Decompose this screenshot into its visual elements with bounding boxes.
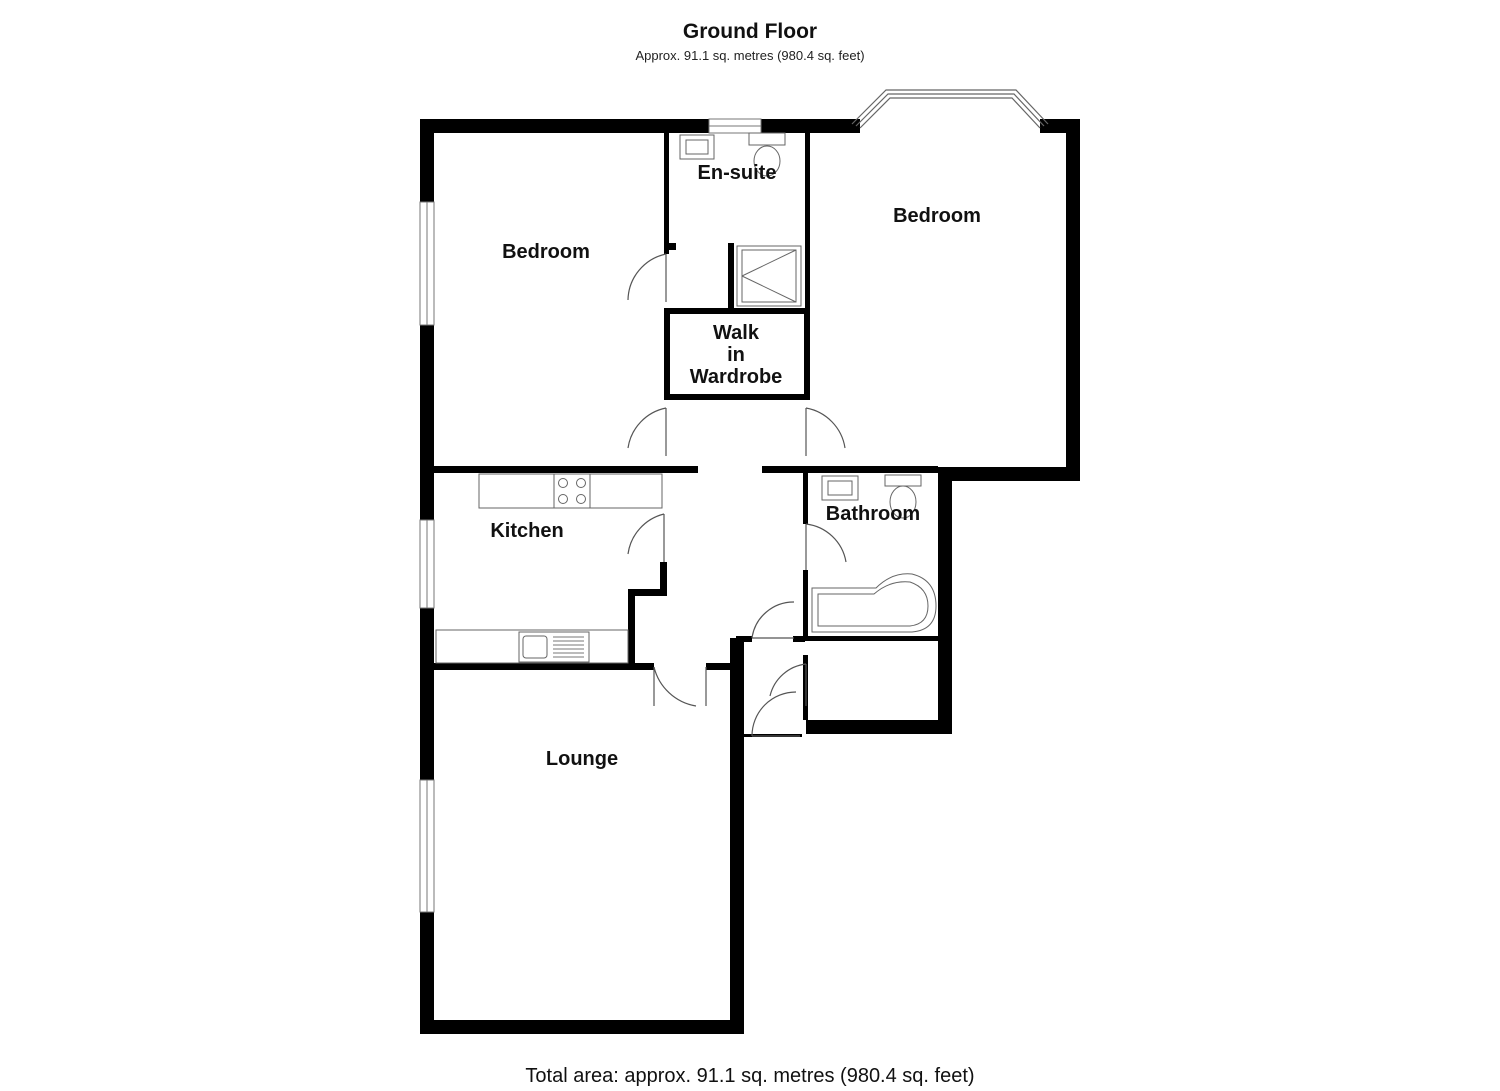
bay-window [851,89,1049,129]
room-label-wardrobe-line2: in [727,344,745,366]
floor-area-subtitle: Approx. 91.1 sq. metres (980.4 sq. feet) [635,48,865,63]
kitchen-fixtures [435,473,663,664]
bathroom-fixtures [811,474,937,633]
room-label-ensuite: En-suite [698,162,777,184]
doors [627,253,847,737]
room-label-lounge: Lounge [546,748,618,770]
total-area-label: Total area: approx. 91.1 sq. metres (980… [525,1065,975,1087]
windows [419,118,762,913]
room-label-bedroom-left: Bedroom [502,241,590,263]
floor-title: Ground Floor [682,20,818,43]
room-label-kitchen: Kitchen [490,520,563,542]
ensuite-toilet [748,132,786,146]
ensuite-fixtures [679,132,802,307]
room-label-wardrobe-line3: Wardrobe [690,366,783,388]
bathroom-toilet [884,474,922,487]
hob [553,473,591,509]
room-label-wardrobe-line1: Walk [713,322,760,344]
room-label-bedroom-right: Bedroom [893,205,981,227]
room-label-bathroom: Bathroom [826,503,920,525]
